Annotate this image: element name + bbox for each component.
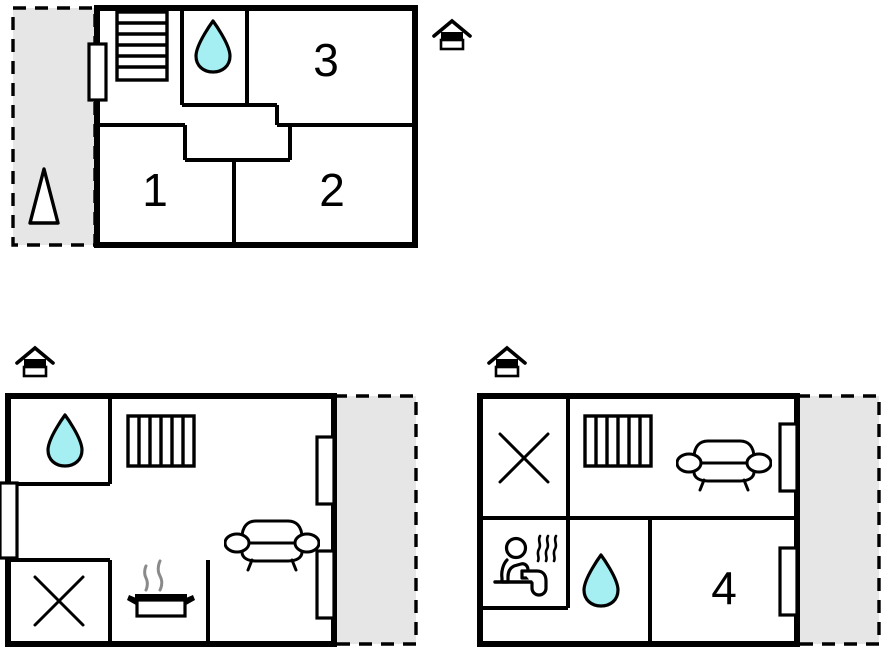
terrace-area — [332, 394, 418, 646]
window — [778, 422, 799, 493]
window — [0, 481, 19, 560]
stairs-icon — [115, 10, 169, 82]
room-label-2: 2 — [319, 164, 345, 216]
room-label-3: 3 — [313, 34, 339, 86]
window — [315, 549, 336, 620]
stairs-icon — [126, 414, 196, 468]
interior-walls — [97, 8, 415, 245]
basement-floor-plan: 4 — [477, 346, 881, 647]
ground-floor-plan — [0, 346, 418, 647]
interior-walls — [480, 396, 797, 644]
room-label-1: 1 — [142, 164, 168, 216]
stairs-icon — [583, 414, 653, 468]
window — [315, 435, 336, 506]
terrace-area — [795, 394, 881, 646]
window — [87, 42, 108, 102]
window — [778, 546, 799, 617]
interior-walls — [8, 396, 210, 644]
room-label-4: 4 — [711, 562, 737, 614]
upper-floor-plan: 1 2 3 — [11, 5, 472, 248]
